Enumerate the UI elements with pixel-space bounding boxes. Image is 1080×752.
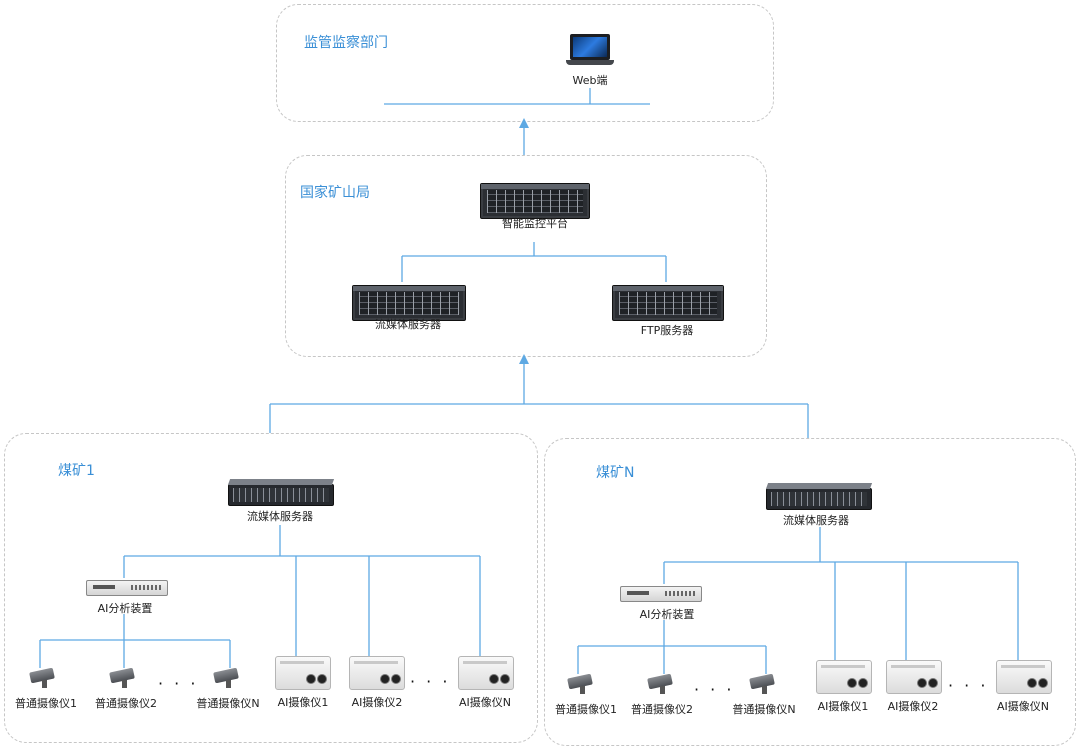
ai-camera-icon (996, 660, 1052, 694)
camera-label: 普通摄像仪N (196, 697, 260, 710)
ai-camera-icon (458, 656, 514, 690)
camera-label: 普通摄像仪2 (631, 703, 693, 716)
region-title-mine-n: 煤矿N (596, 465, 635, 481)
arrow-up-icon (519, 118, 529, 128)
rack-server-icon (227, 479, 335, 506)
rack-server-icon (765, 483, 873, 510)
laptop-icon (566, 34, 614, 70)
ai-camera-icon (816, 660, 872, 694)
camera-label: 普通摄像仪2 (95, 697, 157, 710)
ai-analyzer-icon (620, 586, 702, 602)
region-title-supervision: 监管监察部门 (304, 35, 388, 51)
ellipsis: · · · (694, 680, 735, 699)
storage-server-icon (612, 285, 724, 321)
ai-camera-label: AI摄像仪N (459, 696, 511, 709)
camera-label: 普通摄像仪1 (555, 703, 617, 716)
minen-media-server-label: 流媒体服务器 (783, 514, 849, 527)
camera-icon (748, 673, 778, 694)
web-client-label: Web端 (572, 74, 608, 87)
ellipsis: · · · (948, 676, 989, 695)
storage-server-icon (352, 285, 466, 321)
ai-camera-icon (886, 660, 942, 694)
region-title-mine-1: 煤矿1 (58, 463, 95, 479)
camera-icon (646, 673, 676, 694)
minen-analyzer-label: AI分析装置 (639, 608, 695, 621)
platform-label: 智能监控平台 (502, 217, 568, 230)
ai-camera-label: AI摄像仪2 (351, 696, 403, 709)
camera-icon (28, 667, 58, 688)
ai-camera-icon (349, 656, 405, 690)
storage-server-icon (480, 183, 590, 219)
bureau-media-server-label: 流媒体服务器 (375, 318, 441, 331)
ai-camera-icon (275, 656, 331, 690)
ai-camera-label: AI摄像仪N (997, 700, 1049, 713)
camera-label: 普通摄像仪N (732, 703, 796, 716)
ellipsis: · · · (158, 674, 199, 693)
ftp-server-label: FTP服务器 (640, 324, 694, 337)
arrow-up-icon (519, 354, 529, 364)
camera-icon (212, 667, 242, 688)
ellipsis: · · · (410, 672, 451, 691)
region-supervision (276, 4, 774, 122)
mine1-analyzer-label: AI分析装置 (97, 602, 153, 615)
region-title-bureau: 国家矿山局 (300, 185, 370, 201)
camera-label: 普通摄像仪1 (15, 697, 77, 710)
mine1-media-server-label: 流媒体服务器 (247, 510, 313, 523)
camera-icon (566, 673, 596, 694)
camera-icon (108, 667, 138, 688)
ai-camera-label: AI摄像仪1 (817, 700, 869, 713)
ai-camera-label: AI摄像仪2 (887, 700, 939, 713)
ai-camera-label: AI摄像仪1 (277, 696, 329, 709)
ai-analyzer-icon (86, 580, 168, 596)
